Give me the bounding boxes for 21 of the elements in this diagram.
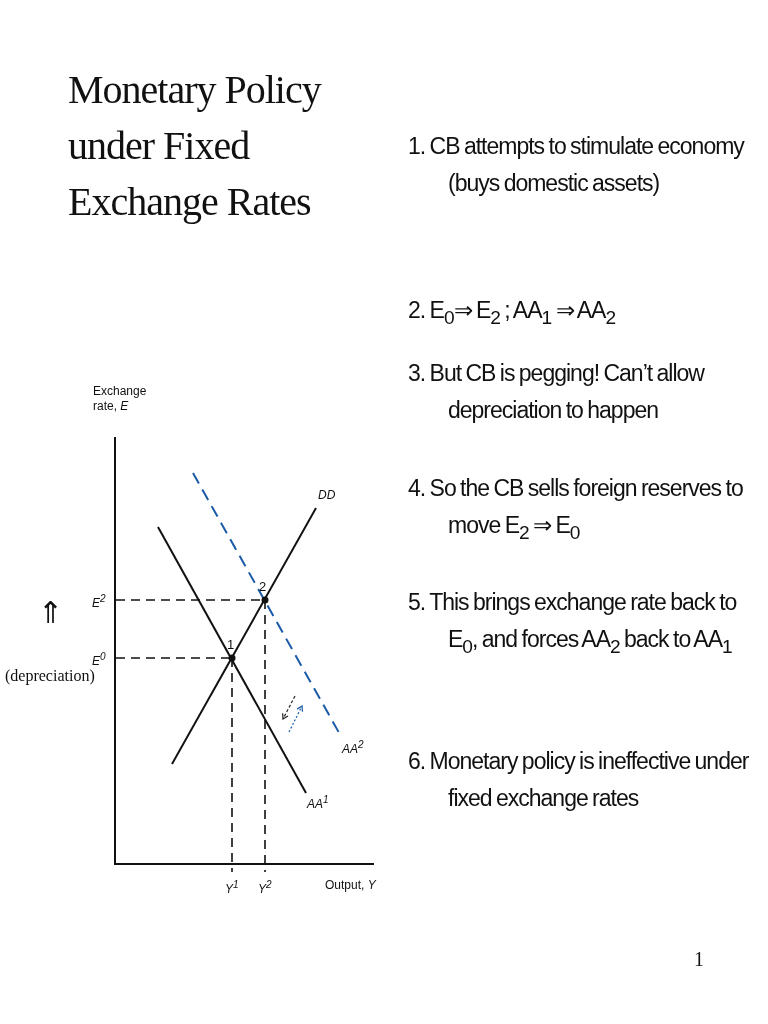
annotation-text: (depreciation) xyxy=(5,666,95,685)
slide-title: Monetary Policy under Fixed Exchange Rates xyxy=(68,66,323,226)
list-item: 5. This brings exchange rate back to E$_{0}$, and forces AA$_{2}$ back to AA$_{1}$ xyxy=(408,588,738,659)
list-item: 3. But CB is pegging! Can’t allow depreciation to happen xyxy=(408,359,706,425)
point-label: 2 xyxy=(259,579,267,595)
page-number: 1 xyxy=(694,948,704,971)
point-label: 1 xyxy=(227,637,235,653)
axis-value-label: E$^{0}$ xyxy=(92,650,106,669)
up-arrow-sign: ⇑ xyxy=(38,596,63,629)
axis-title: Exchange rate, E xyxy=(93,384,148,414)
curve-label: AA$^{1}$ xyxy=(307,793,329,812)
axis-value-label: Y$^{1}$ xyxy=(225,878,239,897)
curve-label: DD xyxy=(318,488,336,503)
axis-title: Output, Y xyxy=(325,878,376,893)
axis-value-label: E$^{2}$ xyxy=(92,592,106,611)
list-item: 1. CB attempts to stimulate economy (buys domestic assets) xyxy=(408,132,746,198)
list-item: 4. So the CB sells foreign reserves to move E$_{2}$ ⇒ E$_{0}$ xyxy=(408,474,744,545)
axis-value-label: Y$^{2}$ xyxy=(258,878,272,897)
list-item: 6. Monetary policy is ineffective under fixed exchange rates xyxy=(408,747,750,813)
list-item: 2. E$_{0}$⇒ E$_{2}$ ; AA$_{1}$ ⇒ AA$_{2}$ xyxy=(408,296,617,330)
curve-label: AA$^{2}$ xyxy=(342,738,364,757)
